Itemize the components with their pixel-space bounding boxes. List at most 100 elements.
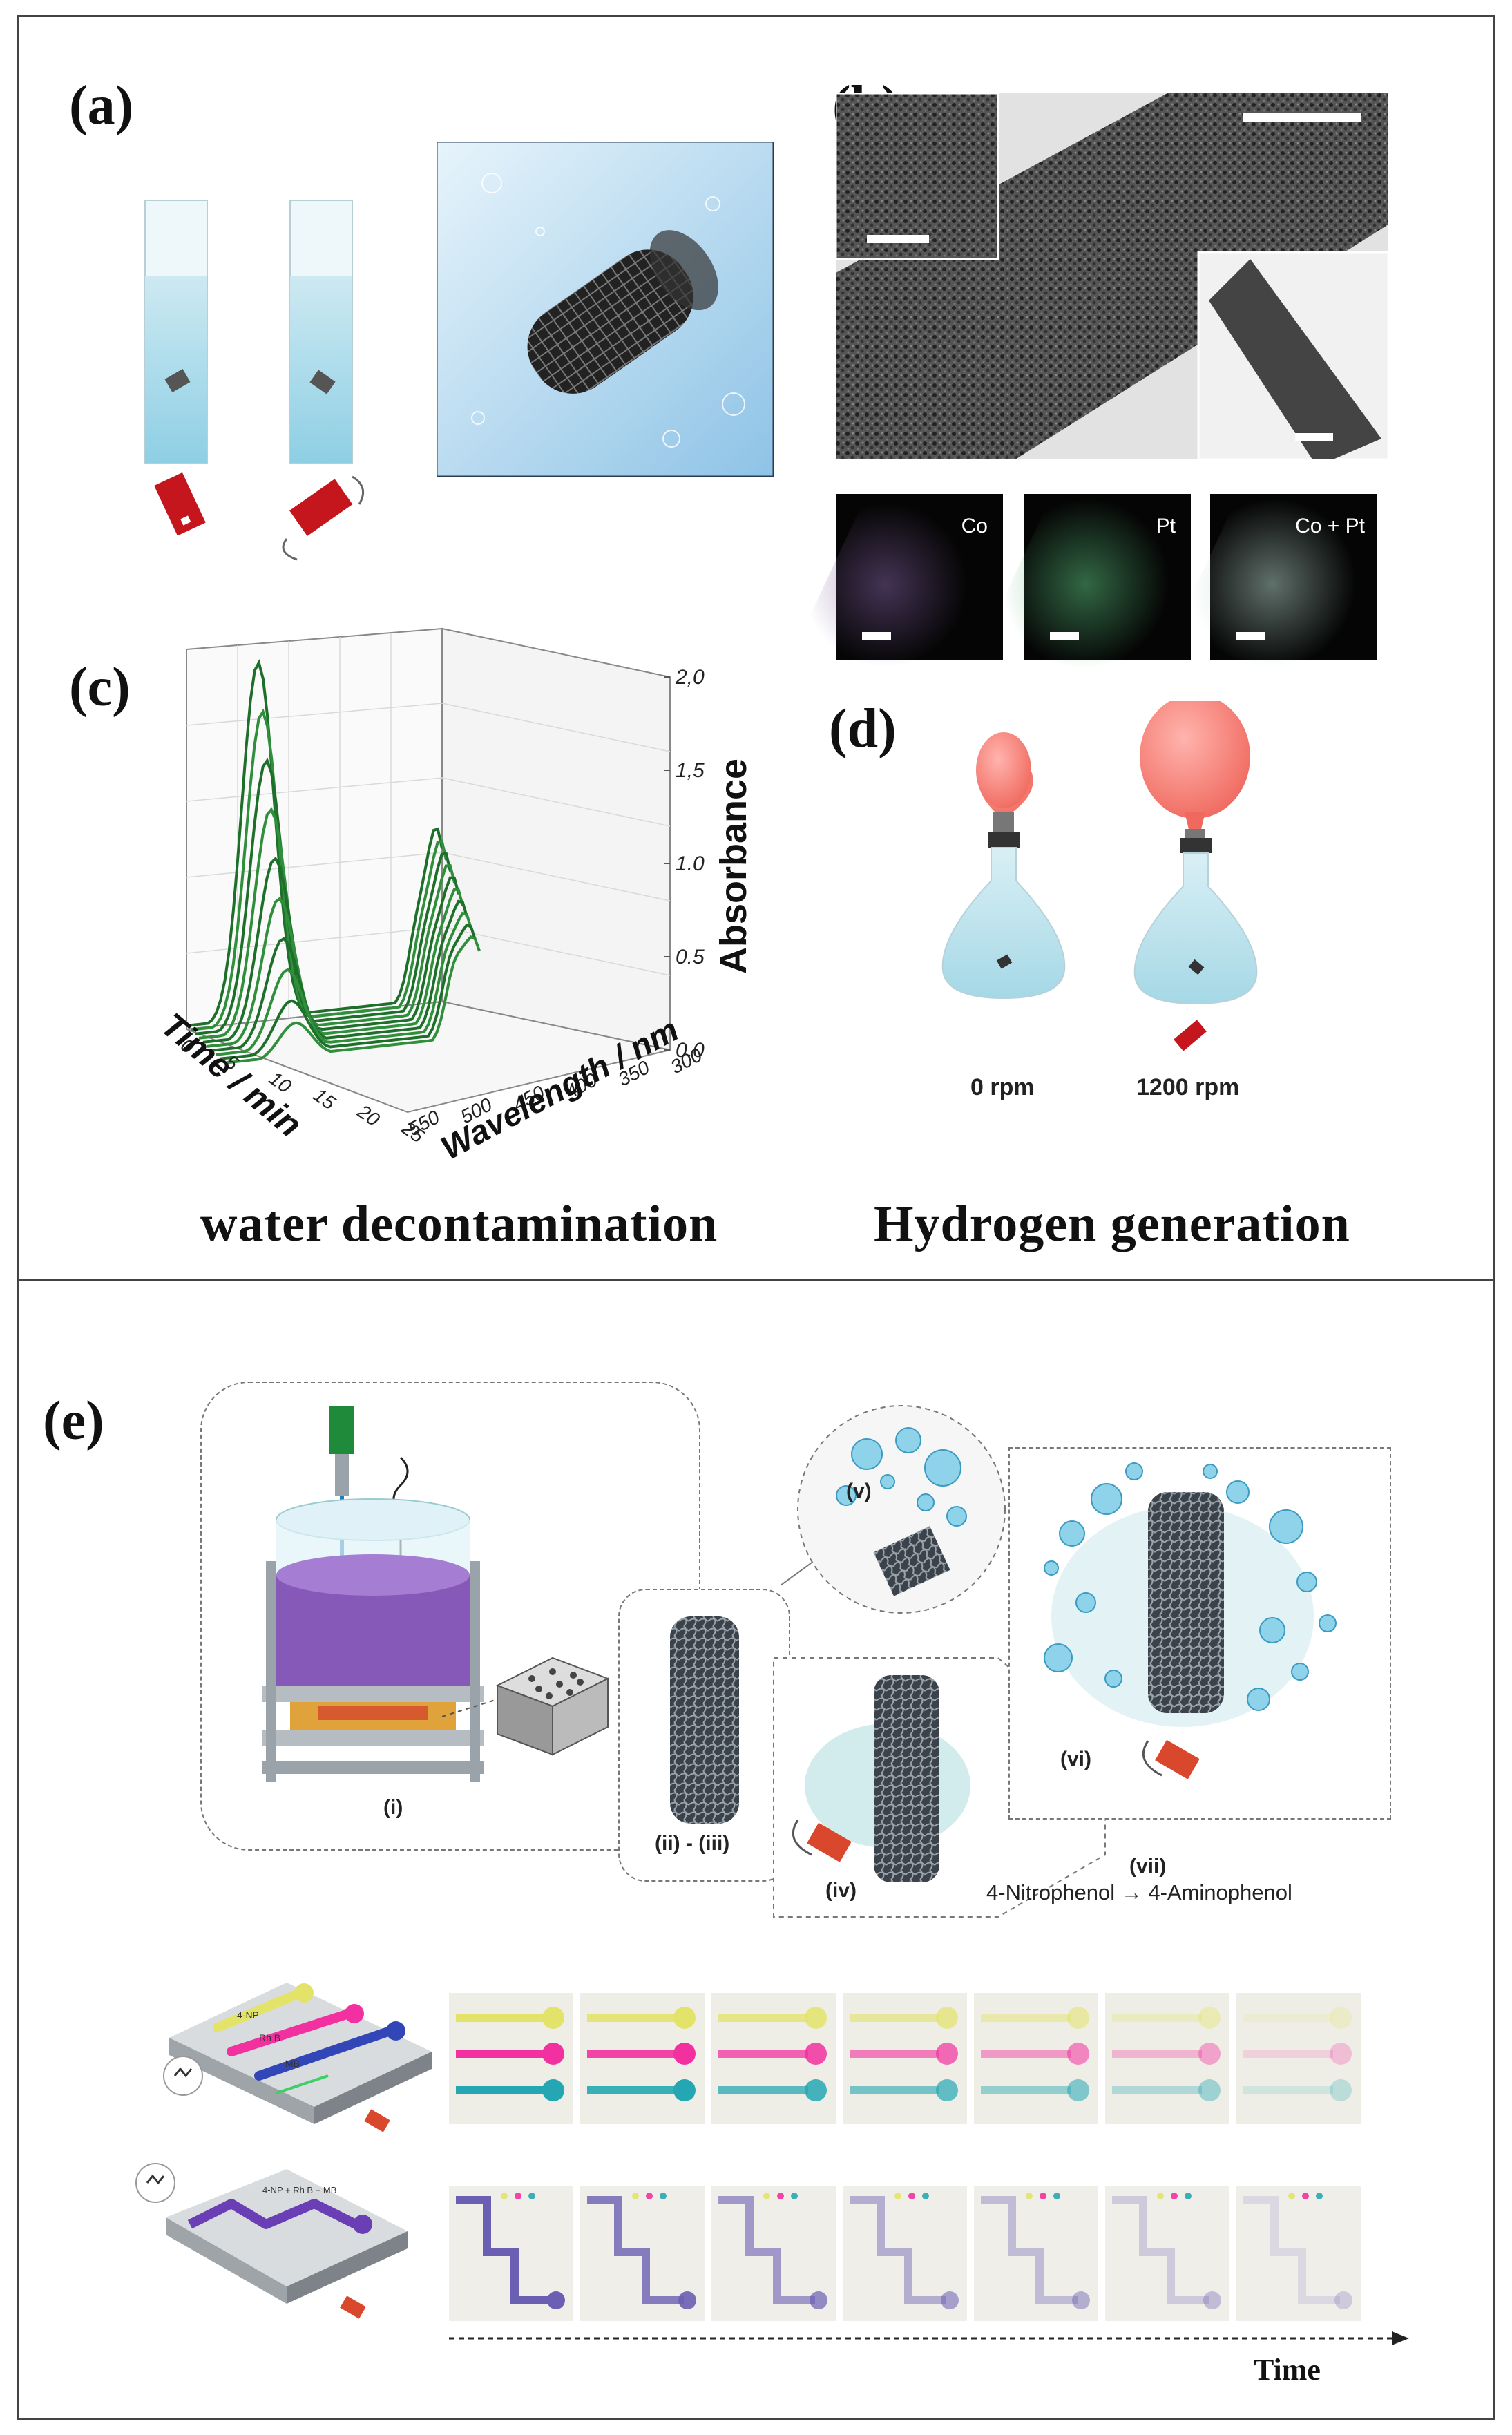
channel-yellow (981, 2014, 1071, 2022)
side-wall (441, 627, 671, 1051)
time-tick-label: 20 (353, 1100, 383, 1130)
timelapse-frame-top (1105, 1993, 1229, 2124)
channel-yellow (1243, 2014, 1333, 2022)
channel-teal (587, 2086, 677, 2094)
channel-yellow (718, 2014, 808, 2022)
channel-reservoir (542, 2079, 564, 2101)
eds-map-pt: Pt (987, 477, 1198, 698)
bubble (1075, 1592, 1096, 1613)
micromotor-tube (670, 1616, 739, 1824)
timelapse-frame-top (843, 1993, 967, 2124)
timelapse-frame-bottom (974, 2186, 1098, 2321)
panel-a-cuvettes (144, 200, 365, 561)
electrodeposition-setup (262, 1406, 610, 1782)
bubble (1247, 1688, 1270, 1711)
eds-map-copt: Co + Pt (1174, 477, 1385, 698)
panel-a-micromotor-render (437, 142, 774, 477)
spectrum-series (186, 659, 443, 1027)
chip-label-4np: 4-NP (237, 2009, 259, 2021)
timelapse-frame-bottom (711, 2186, 836, 2321)
speed-label-1200: 1200 rpm (1136, 1074, 1240, 1100)
z-tick-label: 0.0 (676, 1039, 705, 1062)
reaction-label: 4-Nitrophenol → 4-Aminophenol (986, 1880, 1292, 1904)
spectrum-series (223, 935, 481, 1064)
channel-reservoir (1067, 2079, 1089, 2101)
channel-yellow (850, 2014, 939, 2022)
channel-teal (1112, 2086, 1202, 2094)
channel-teal (718, 2086, 808, 2094)
step-label-i: (i) (383, 1796, 403, 1819)
channel-reservoir (805, 2079, 827, 2101)
back-wall (186, 627, 443, 1031)
chip-bottom-zigzag: 4-NP + Rh B + MB (135, 2163, 408, 2319)
spectrum-series (202, 856, 460, 1044)
bubble (1059, 1520, 1085, 1547)
channel-reservoir (1067, 2007, 1089, 2029)
step-label-v: (v) (846, 1480, 872, 1502)
timelapse-frame-top (580, 1993, 705, 2124)
scale-bar (862, 632, 891, 640)
bubble (1259, 1617, 1285, 1643)
z-tick-label: 2,0 (675, 666, 705, 689)
step-label-vi: (vi) (1060, 1748, 1091, 1770)
panel-label-a: (a) (69, 75, 134, 136)
channel-reservoir (1067, 2043, 1089, 2065)
z-axis-label: Absorbance (713, 758, 753, 974)
scale-bar (1243, 113, 1361, 122)
zigzag-channel (718, 2193, 827, 2309)
scale-bar (1050, 632, 1079, 640)
zigzag-channel (1243, 2193, 1352, 2309)
chip-label-mb: MB (285, 2058, 300, 2069)
panel-label-d: (d) (829, 698, 897, 759)
spectrum-series (207, 888, 464, 1048)
channel-teal (456, 2086, 546, 2094)
bubble (1296, 1572, 1317, 1592)
timelapse-top-strip (449, 1993, 1375, 2124)
spectrum-series (190, 708, 448, 1031)
channel-reservoir (1198, 2079, 1221, 2101)
channel-pink (1243, 2050, 1333, 2058)
step-label-ii-iii: (ii) - (iii) (655, 1832, 730, 1855)
channel-pink (1112, 2050, 1202, 2058)
timelapse-frame-top (974, 1993, 1098, 2124)
caption-water-decontamination: water decontamination (200, 1196, 718, 1252)
channel-yellow (587, 2014, 677, 2022)
flask-1200rpm (1133, 701, 1258, 1051)
channel-pink (456, 2050, 546, 2058)
cuvette-left (144, 200, 208, 536)
channel-teal (981, 2086, 1071, 2094)
channel-reservoir (936, 2007, 958, 2029)
zigzag-channel (850, 2193, 959, 2309)
channel-reservoir (673, 2043, 696, 2065)
channel-reservoir (936, 2043, 958, 2065)
channel-teal (850, 2086, 939, 2094)
time-tick-label: 15 (309, 1084, 340, 1114)
chip-label-rhb: Rh B (259, 2032, 280, 2043)
channel-pink (718, 2050, 808, 2058)
z-tick-label: 1.0 (676, 852, 705, 875)
channel-yellow (1112, 2014, 1202, 2022)
channel-reservoir (673, 2079, 696, 2101)
z-tick-label: 0.5 (676, 946, 705, 968)
channel-yellow (456, 2014, 546, 2022)
eds-label-pt: Pt (1156, 515, 1176, 537)
panel-b-tem-image (836, 93, 1388, 459)
channel-reservoir (805, 2007, 827, 2029)
spectrum-series (194, 757, 452, 1035)
time-axis-label-e: Time (1254, 2353, 1321, 2387)
bubble (1044, 1560, 1059, 1576)
channel-reservoir (1198, 2043, 1221, 2065)
channel-reservoir (936, 2079, 958, 2101)
cuvette-right (282, 200, 365, 561)
panel-label-e: (e) (43, 1391, 104, 1451)
timelapse-frame-top (711, 1993, 836, 2124)
channel-pink (981, 2050, 1071, 2058)
spectrum-series (211, 899, 468, 1052)
zigzag-channel (587, 2193, 696, 2309)
channel-reservoir (805, 2043, 827, 2065)
eds-map-co: Co (800, 486, 1003, 696)
spectrum-series (215, 911, 472, 1056)
channel-reservoir (1330, 2043, 1352, 2065)
timelapse-frame-top (449, 1993, 573, 2124)
